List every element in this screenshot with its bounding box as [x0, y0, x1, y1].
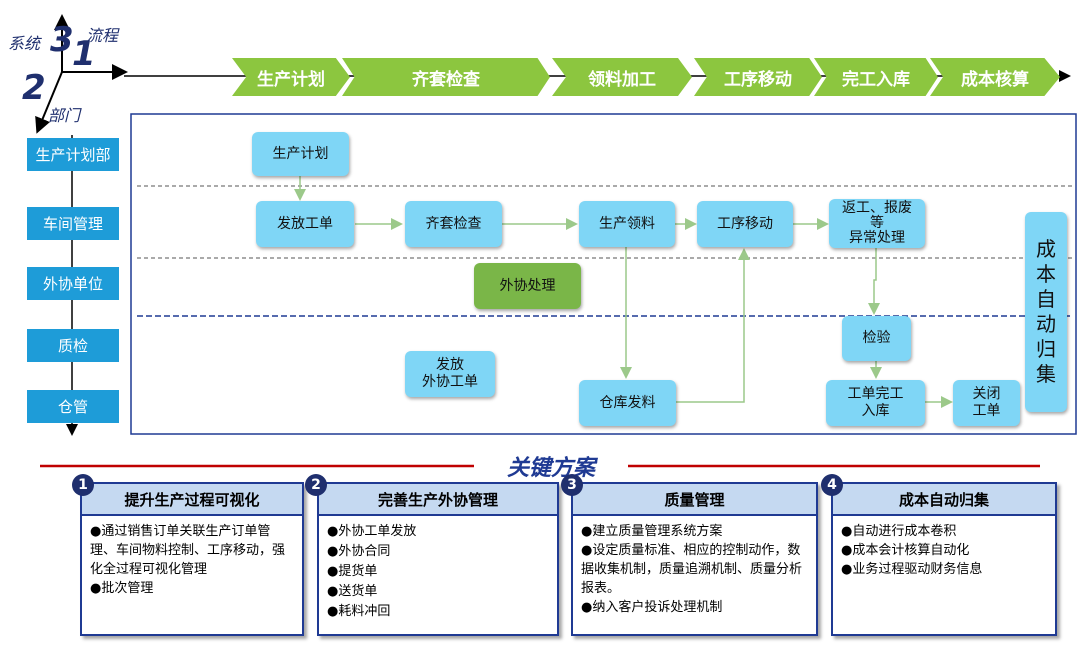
dept-warehouse: 仓管 [27, 390, 119, 423]
card-title: 成本自动归集 [833, 484, 1055, 516]
solution-card-cost: 成本自动归集 ●自动进行成本卷积 ●成本会计核算自动化 ●业务过程驱动财务信息 [831, 482, 1057, 636]
node-close-work-order: 关闭 工单 [953, 380, 1020, 426]
card-item: ●外协工单发放 [327, 524, 417, 539]
axis-number-3: 3 [50, 20, 74, 60]
node-rework-scrap: 返工、报废 等 异常处理 [829, 199, 925, 248]
card-item: ●通过销售订单关联生产订单管理、车间物料控制、工序移动，强化全过程可视化管理 [90, 524, 286, 577]
card-item: ●批次管理 [90, 581, 154, 596]
solution-card-quality: 质量管理 ●建立质量管理系统方案 ●设定质量标准、相应的控制动作，数据收集机制，… [571, 482, 818, 636]
card-item: ●成本会计核算自动化 [841, 543, 970, 558]
solution-card-visibility: 提升生产过程可视化 ●通过销售订单关联生产订单管理、车间物料控制、工序移动，强化… [80, 482, 304, 636]
card-item: ●提货单 [327, 564, 378, 579]
card-item: ●建立质量管理系统方案 [581, 524, 723, 539]
card-item: ●送货单 [327, 584, 378, 599]
cost-box-char: 成 [1036, 237, 1056, 261]
dept-quality: 质检 [27, 329, 119, 362]
cost-box-char: 归 [1036, 337, 1056, 361]
node-process-move: 工序移动 [697, 201, 793, 247]
stage-banner-cost: 成本核算 [930, 58, 1060, 96]
flow-axis-label: 流程 [86, 26, 119, 45]
card-item: ●设定质量标准、相应的控制动作，数据收集机制，质量追溯机制、质量分析报表。 [581, 543, 803, 596]
card-title: 质量管理 [573, 484, 816, 516]
node-kit-check: 齐套检查 [405, 201, 502, 247]
axis-number-2: 2 [22, 68, 46, 108]
node-issue-outsource-order: 发放 外协工单 [405, 351, 495, 397]
number-badge-4: 4 [821, 474, 843, 496]
card-item: ●耗料冲回 [327, 604, 391, 619]
node-material-requisition: 生产领料 [579, 201, 675, 247]
dept-axis-label: 部门 [48, 106, 81, 125]
number-badge-3: 3 [561, 474, 583, 496]
stage-banner-material: 领料加工 [552, 58, 692, 96]
system-axis-label: 系统 [8, 34, 41, 53]
node-work-order-complete: 工单完工 入库 [826, 380, 925, 426]
stage-banner-move: 工序移动 [694, 58, 822, 96]
number-badge-1: 1 [72, 474, 94, 496]
node-production-plan: 生产计划 [252, 132, 349, 176]
card-item: ●外协合同 [327, 544, 391, 559]
axis-number-1: 1 [72, 34, 96, 74]
number-badge-2: 2 [305, 474, 327, 496]
stage-banner-plan: 生产计划 [232, 58, 350, 96]
cost-box-char: 动 [1036, 312, 1056, 336]
dept-workshop: 车间管理 [27, 207, 119, 240]
cost-box-char: 自 [1036, 287, 1056, 311]
node-outsource-processing: 外协处理 [474, 263, 581, 309]
card-item: ●纳入客户投诉处理机制 [581, 600, 723, 615]
node-cost-auto-collect: 成本自动归集 [1025, 212, 1067, 412]
card-title: 提升生产过程可视化 [82, 484, 302, 516]
key-plan-title: 关键方案 [506, 456, 595, 481]
stage-banner-complete: 完工入库 [814, 58, 938, 96]
stage-banner-kit-check: 齐套检查 [342, 58, 550, 96]
solution-card-outsource: 完善生产外协管理 ●外协工单发放 ●外协合同 ●提货单 ●送货单 ●耗料冲回 [317, 482, 559, 636]
dept-production-planning: 生产计划部 [27, 138, 119, 171]
cost-box-char: 集 [1036, 362, 1056, 386]
card-title: 完善生产外协管理 [319, 484, 557, 516]
node-issue-work-order: 发放工单 [256, 201, 354, 247]
dept-outsource-unit: 外协单位 [27, 267, 119, 300]
card-item: ●业务过程驱动财务信息 [841, 562, 983, 577]
node-warehouse-issue: 仓库发料 [579, 380, 676, 426]
node-inspection: 检验 [842, 316, 911, 361]
card-item: ●自动进行成本卷积 [841, 524, 957, 539]
cost-box-char: 本 [1036, 262, 1056, 286]
